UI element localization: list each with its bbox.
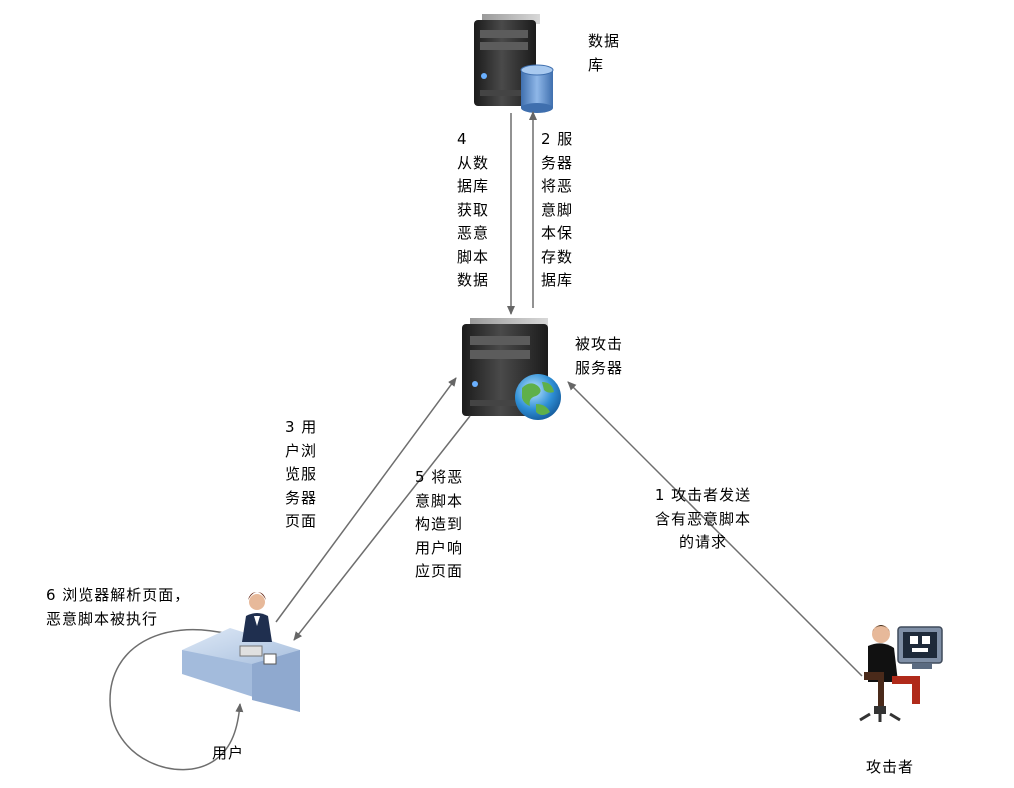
arrow-step6-self-loop — [109, 629, 244, 771]
step6-label: 6 浏览器解析页面， 恶意脚本被执行 — [46, 586, 191, 628]
user-desk-icon — [182, 628, 300, 712]
database-server-icon — [474, 14, 540, 106]
user-label: 用户 — [212, 744, 245, 762]
globe-icon — [515, 374, 561, 420]
step4-label: 4 从数 据库 获取 恶意 脚本 数据 — [457, 130, 490, 289]
arrow-step1-attacker-to-server — [567, 381, 863, 677]
step2-label: 2 服 务器 将恶 意脚 本保 存数 据库 — [541, 130, 574, 289]
server-label: 被攻击 服务器 — [575, 335, 624, 377]
step5-label: 5 将恶 意脚本 构造到 用户响 应页面 — [415, 468, 464, 580]
attacker-icon — [859, 625, 943, 722]
step3-label: 3 用 户浏 览服 务器 页面 — [285, 418, 318, 530]
arrow-step3-user-to-server — [275, 377, 457, 623]
database-label: 数据 库 — [588, 32, 621, 74]
database-cylinder-icon — [520, 64, 554, 113]
step1-label: 1 攻击者发送 含有恶意脚本 的请求 — [654, 486, 752, 551]
user-person-icon — [242, 592, 272, 642]
attacker-label: 攻击者 — [866, 758, 915, 776]
arrow-step5-server-to-user — [293, 415, 471, 641]
